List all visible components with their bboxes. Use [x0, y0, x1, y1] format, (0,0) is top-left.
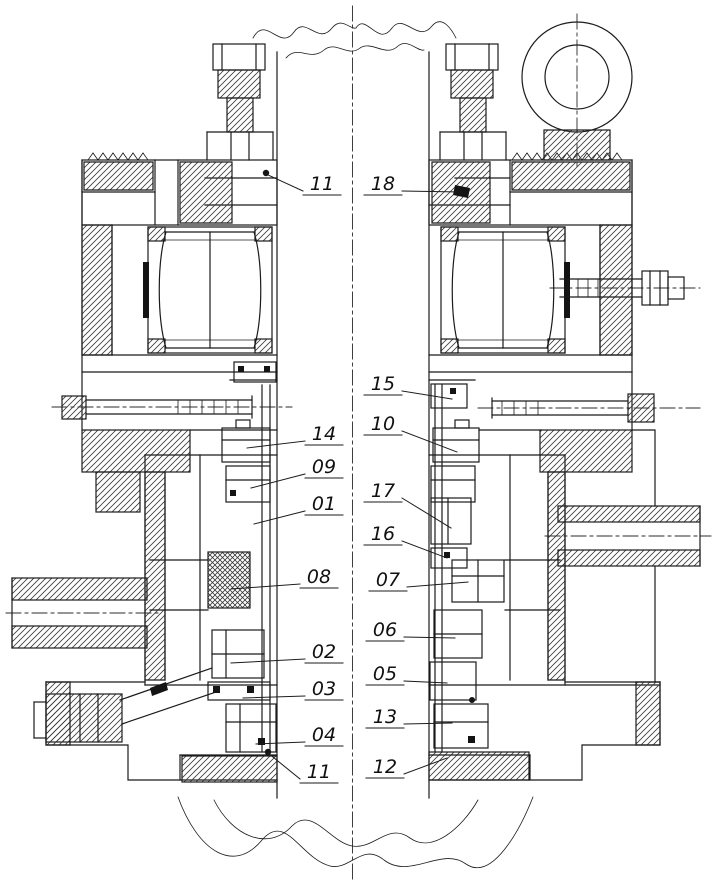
- eyebolt: [521, 21, 633, 161]
- left-top-stud: [206, 43, 274, 177]
- part-label-text: 05: [373, 663, 397, 685]
- part-label-text: 13: [373, 706, 397, 728]
- right-bottom-flange: [428, 681, 661, 781]
- part-label-06: 06: [365, 619, 456, 642]
- part-label-07: 07: [368, 569, 469, 592]
- part-label-13: 13: [365, 706, 453, 729]
- part-label-text: 15: [371, 373, 395, 395]
- part-17-sleeve: [430, 497, 472, 545]
- part-label-18: 18: [363, 173, 461, 196]
- part-16-ring: [430, 547, 468, 569]
- part-label-text: 03: [312, 678, 336, 700]
- part-label-text: 09: [312, 456, 336, 478]
- left-seal-stack: [181, 361, 278, 783]
- right-pipe: [557, 505, 701, 567]
- left-pipe: [11, 577, 148, 649]
- right-seal-stack: [428, 383, 530, 781]
- part-label-11-bottom: 11: [267, 752, 339, 784]
- part-09-ring: [225, 465, 271, 503]
- part-label-text: 06: [373, 619, 397, 641]
- part-label-02: 02: [230, 641, 344, 664]
- part-label-text: 01: [312, 493, 336, 515]
- part-18-seal: [453, 185, 470, 198]
- part-label-04: 04: [255, 724, 344, 747]
- part-label-text: 02: [312, 641, 336, 663]
- part-12-plate: [428, 751, 530, 781]
- part-08-spring: [207, 551, 251, 609]
- part-label-14: 14: [246, 423, 344, 449]
- left-bearing: [143, 226, 273, 354]
- part-label-01: 01: [253, 493, 344, 525]
- left-bolt: [61, 395, 253, 420]
- part-04-gland: [225, 703, 277, 753]
- part-label-text: 11: [310, 173, 334, 195]
- part-label-text: 12: [373, 756, 397, 778]
- part-label-09: 09: [250, 456, 344, 489]
- centerlines: [5, 5, 712, 881]
- part-03-ring: [207, 681, 271, 701]
- oring-dot-bottom-left: [264, 748, 272, 756]
- right-side-bolt: [559, 270, 685, 306]
- part-label-text: 07: [376, 569, 400, 591]
- right-housing: [428, 152, 661, 686]
- part-13-gland: [433, 703, 489, 749]
- part-label-text: 17: [371, 480, 395, 502]
- part-05-ring: [429, 661, 477, 701]
- part-label-16: 16: [363, 523, 448, 559]
- right-bolt: [491, 393, 655, 423]
- part-label-text: 14: [312, 423, 336, 445]
- part-label-text: 18: [371, 173, 395, 195]
- part-labels: 11 18 15 14 10 09 01: [230, 173, 469, 784]
- part-label-15: 15: [363, 373, 453, 400]
- part-label-10: 10: [363, 413, 458, 453]
- part-label-text: 16: [371, 523, 395, 545]
- right-bearing: [440, 226, 570, 354]
- right-top-stud: [439, 43, 507, 198]
- part-14-collar: [221, 427, 271, 463]
- part-label-12: 12: [365, 756, 448, 779]
- left-bottom-flange: [45, 681, 278, 781]
- part-label-03: 03: [242, 678, 344, 701]
- part-label-17: 17: [363, 480, 452, 529]
- part-label-05: 05: [365, 663, 448, 686]
- part-label-text: 10: [371, 413, 395, 435]
- part-label-text: 11: [307, 761, 331, 783]
- part-label-11-top: 11: [265, 173, 342, 196]
- part-label-text: 08: [307, 566, 331, 588]
- part-label-08: 08: [230, 566, 339, 590]
- left-housing: [81, 152, 278, 686]
- part-label-text: 04: [312, 724, 336, 746]
